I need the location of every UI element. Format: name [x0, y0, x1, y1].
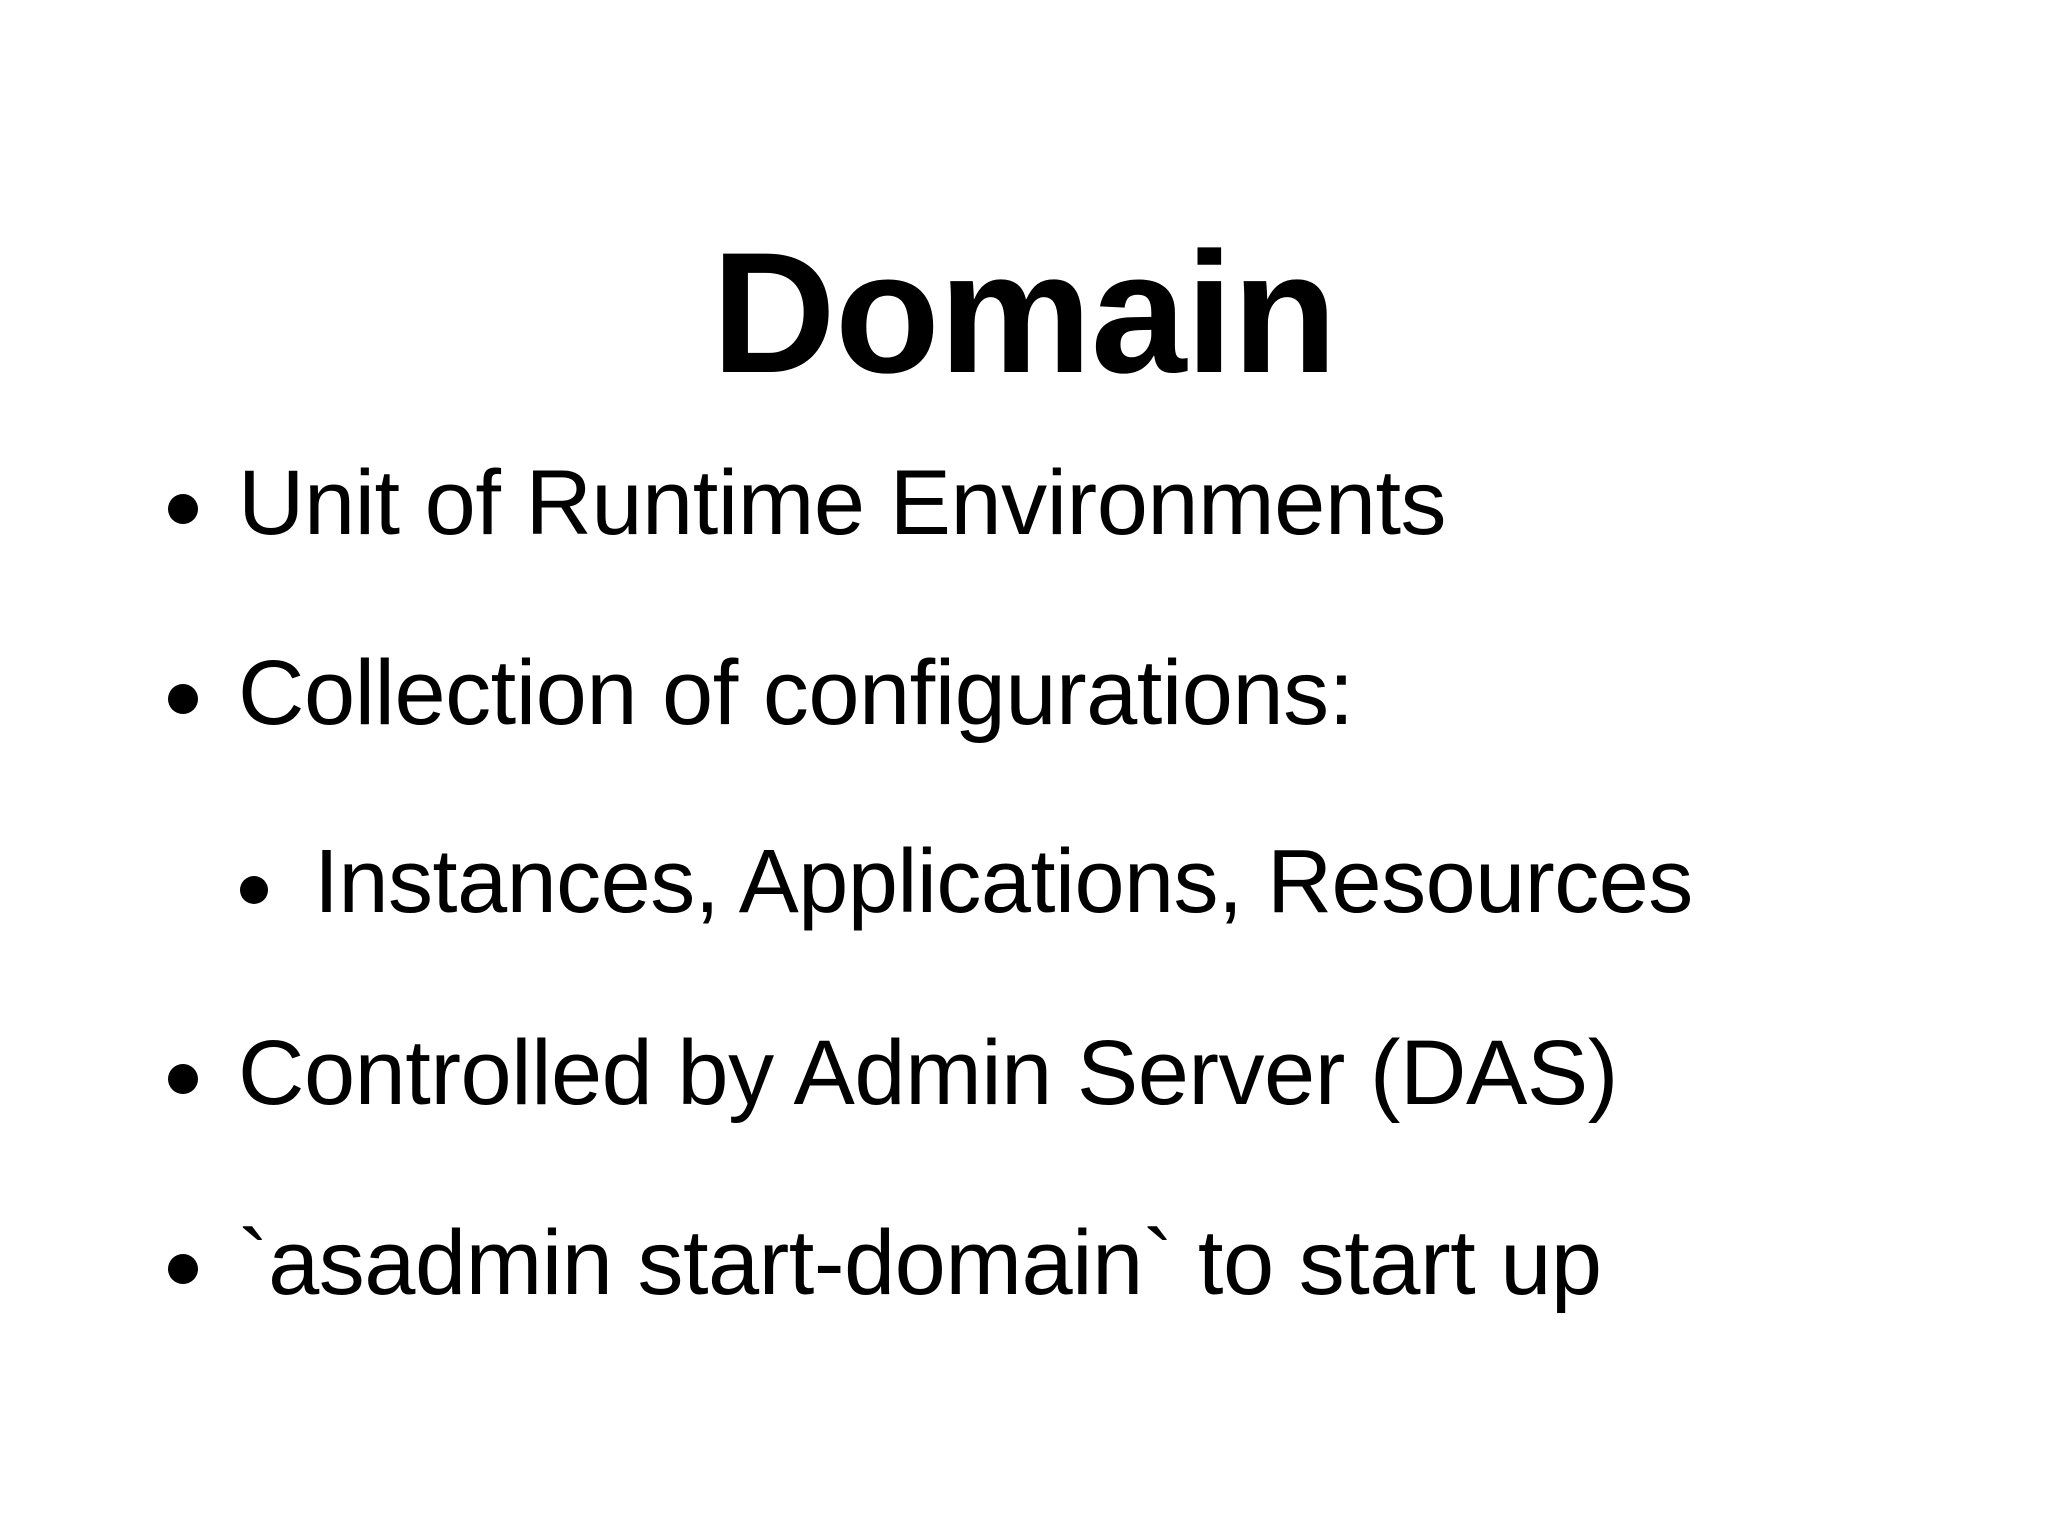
bullet-item: `asadmin start-domain` to start up	[0, 1212, 2048, 1402]
bullet-point-icon	[168, 684, 198, 714]
bullet-list: Unit of Runtime Environments Collection …	[0, 452, 2048, 1402]
bullet-point-icon	[168, 1254, 198, 1284]
bullet-item-label: `asadmin start-domain` to start up	[238, 1212, 1602, 1314]
bullet-item-label: Unit of Runtime Environments	[238, 452, 1447, 554]
bullet-point-icon	[168, 494, 198, 524]
bullet-item-label: Collection of configurations:	[238, 642, 1354, 744]
bullet-item-label: Controlled by Admin Server (DAS)	[238, 1022, 1618, 1124]
slide-title: Domain	[711, 217, 1338, 410]
bullet-point-icon	[168, 1064, 198, 1094]
sub-bullet-item: Instances, Applications, Resources	[0, 832, 2048, 1022]
bullet-point-icon	[240, 876, 268, 904]
sub-bullet-item-label: Instances, Applications, Resources	[314, 832, 1693, 932]
bullet-item: Controlled by Admin Server (DAS)	[0, 1022, 2048, 1212]
bullet-item: Unit of Runtime Environments	[0, 452, 2048, 642]
bullet-item: Collection of configurations:	[0, 642, 2048, 832]
